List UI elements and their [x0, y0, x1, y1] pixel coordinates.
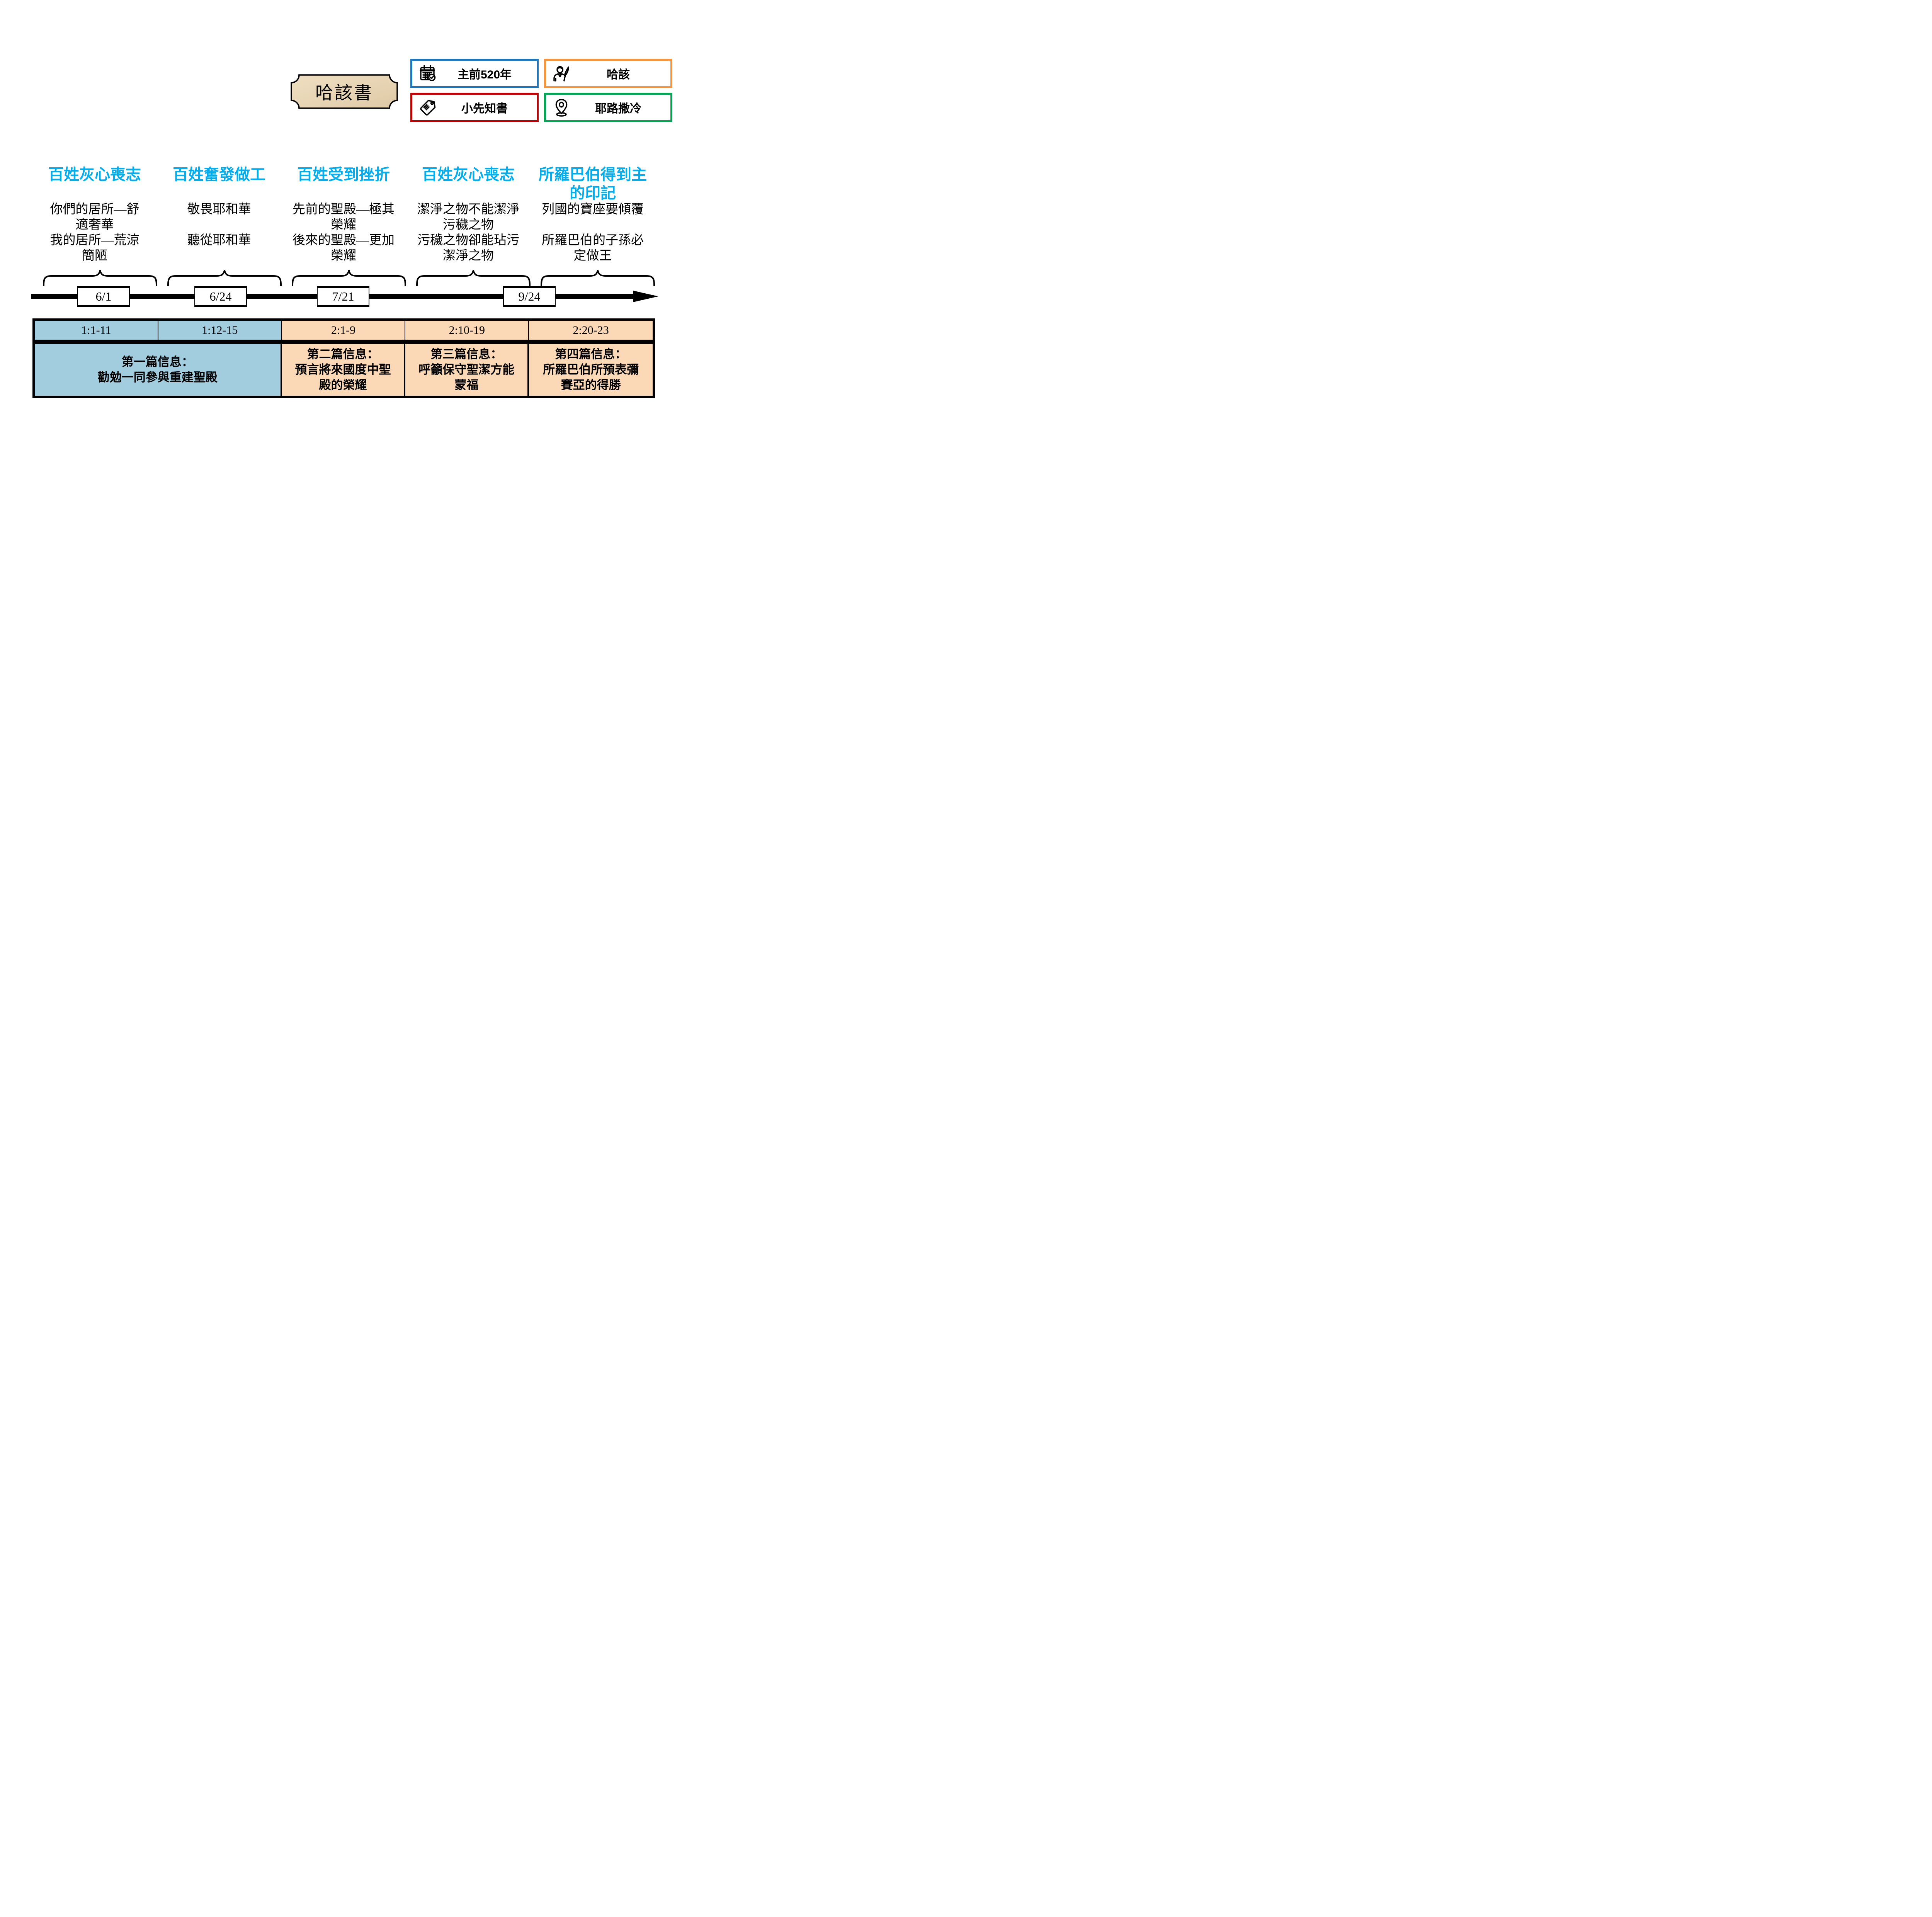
curly-brace-icon: [541, 267, 655, 286]
reference-cell: 2:1-9: [282, 321, 406, 340]
outline-table: 1:1-11 1:12-15 2:1-9 2:10-19 2:20-23 第一篇…: [32, 318, 655, 398]
location-pin-icon: [552, 98, 571, 117]
section-body: 敬畏耶和華 聽從耶和華: [187, 202, 251, 247]
section-body: 先前的聖殿—極其 榮耀 後來的聖殿—更加 榮耀: [293, 202, 395, 263]
reference-cell: 1:12-15: [158, 321, 282, 340]
section-body: 潔淨之物不能潔淨 污穢之物 污穢之物卻能玷污 潔淨之物: [417, 202, 519, 263]
section-body: 你們的居所—舒 適奢華 我的居所—荒涼 簡陋: [50, 202, 139, 263]
date-label: 6/1: [95, 289, 112, 303]
calendar-icon: [418, 64, 437, 83]
section-column-1: 百姓灰心喪志 你們的居所—舒 適奢華 我的居所—荒涼 簡陋: [32, 165, 157, 281]
section-column-3: 百姓受到挫折 先前的聖殿—極其 榮耀 後來的聖殿—更加 榮耀: [281, 165, 406, 281]
row-divider: [35, 340, 653, 344]
curly-brace-icon: [43, 267, 158, 286]
reference-cell: 1:1-11: [35, 321, 158, 340]
plaque-shape: [291, 74, 398, 109]
section-header: 百姓奮發做工: [173, 166, 265, 183]
info-box-label: 哈該: [607, 68, 630, 81]
info-box-label: 小先知書: [461, 102, 508, 115]
prophet-icon: [552, 64, 571, 83]
section-body: 列國的寶座要傾覆 所羅巴伯的子孫必 定做王: [542, 202, 644, 263]
section-header: 百姓受到挫折: [297, 166, 390, 183]
date-box: 7/21: [317, 286, 369, 307]
curly-brace-icon: [292, 267, 406, 286]
date-box: 6/1: [77, 286, 130, 307]
section-header: 百姓灰心喪志: [48, 166, 141, 183]
date-label: 6/24: [209, 289, 232, 303]
section-column-4: 百姓灰心喪志 潔淨之物不能潔淨 污穢之物 污穢之物卻能玷污 潔淨之物: [406, 165, 531, 281]
section-header: 所羅巴伯得到主 的印記: [539, 166, 647, 202]
date-label: 9/24: [518, 289, 541, 303]
message-cell: 第四篇信息： 所羅巴伯所預表彌 賽亞的得勝: [529, 344, 653, 396]
info-box-location: 耶路撒冷: [544, 93, 672, 122]
reference-cell: 2:10-19: [405, 321, 529, 340]
info-box-label: 主前520年: [457, 68, 512, 81]
message-row: 第一篇信息： 勸勉一同參與重建聖殿 第二篇信息： 預言將來國度中聖 殿的榮耀 第…: [35, 344, 653, 396]
section-column-5: 所羅巴伯得到主 的印記 列國的寶座要傾覆 所羅巴伯的子孫必 定做王: [531, 165, 655, 281]
message-cell: 第二篇信息： 預言將來國度中聖 殿的榮耀: [282, 344, 406, 396]
info-box-date: 主前520年: [410, 59, 539, 88]
reference-cell: 2:20-23: [529, 321, 653, 340]
section-header: 百姓灰心喪志: [422, 166, 515, 183]
date-box: 6/24: [194, 286, 247, 307]
date-label: 7/21: [332, 289, 354, 303]
title-plaque: 哈該書: [291, 74, 398, 109]
reference-row: 1:1-11 1:12-15 2:1-9 2:10-19 2:20-23: [35, 321, 653, 340]
section-column-2: 百姓奮發做工 敬畏耶和華 聽從耶和華: [157, 165, 281, 281]
page-title: 哈該書: [315, 83, 373, 103]
info-box-author: 哈該: [544, 59, 672, 88]
curly-brace-icon: [416, 267, 531, 286]
info-box-category: 小先知書: [410, 93, 539, 122]
curly-brace-icon: [167, 267, 282, 286]
date-box: 9/24: [503, 286, 556, 307]
info-box-label: 耶路撒冷: [595, 102, 641, 115]
message-cell: 第三篇信息： 呼籲保守聖潔方能 蒙福: [405, 344, 529, 396]
tag-icon: [418, 98, 437, 117]
message-cell: 第一篇信息： 勸勉一同參與重建聖殿: [35, 344, 282, 396]
